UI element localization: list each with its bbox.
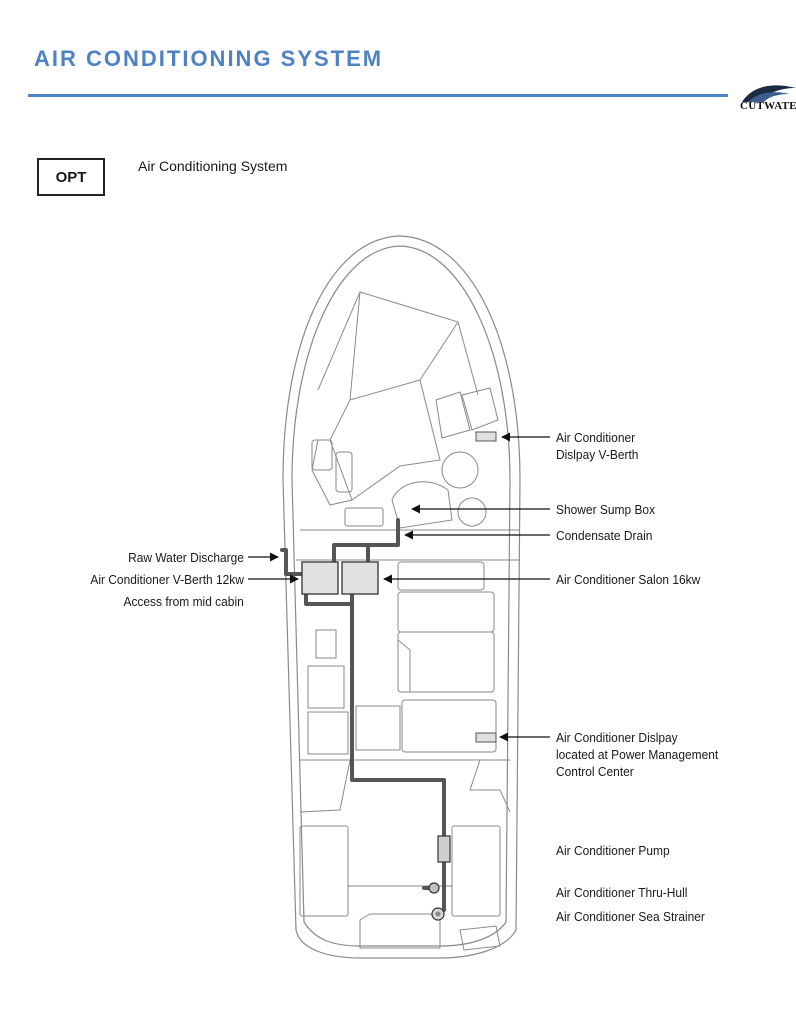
label-display-pmc-line1: Air Conditioner Dislpay bbox=[556, 730, 678, 745]
salon-layout bbox=[299, 561, 511, 951]
label-vberth-unit-line2: Access from mid cabin bbox=[123, 594, 244, 609]
salon-ac-unit bbox=[341, 561, 379, 595]
ac-pump bbox=[437, 835, 451, 863]
label-display-vberth-line1: Air Conditioner bbox=[556, 430, 636, 445]
cutwater-logo-icon bbox=[742, 85, 796, 102]
label-display-pmc-line3: Control Center bbox=[556, 764, 634, 779]
label-salon-unit: Air Conditioner Salon 16kw bbox=[556, 572, 701, 587]
label-condensate-drain: Condensate Drain bbox=[556, 528, 653, 543]
logo-text: CUTWATE bbox=[740, 100, 796, 112]
title-rule bbox=[28, 94, 728, 97]
hull-outline bbox=[282, 235, 521, 959]
label-raw-water-discharge: Raw Water Discharge bbox=[128, 550, 244, 565]
label-thru-hull: Air Conditioner Thru-Hull bbox=[556, 885, 688, 900]
display-vberth-box bbox=[475, 431, 497, 442]
label-vberth-unit-line1: Air Conditioner V-Berth 12kw bbox=[90, 572, 244, 587]
label-ac-pump: Air Conditioner Pump bbox=[556, 843, 670, 858]
forward-cabin bbox=[296, 291, 520, 561]
thru-hull-fitting bbox=[428, 882, 440, 894]
label-display-vberth-line2: Dislpay V-Berth bbox=[556, 447, 639, 462]
label-sea-strainer: Air Conditioner Sea Strainer bbox=[556, 909, 705, 924]
leader-arrows bbox=[248, 432, 550, 742]
label-shower-sump-box: Shower Sump Box bbox=[556, 502, 656, 517]
plumbing-lines bbox=[280, 518, 446, 912]
option-caption: Air Conditioning System bbox=[138, 158, 288, 174]
option-badge: OPT bbox=[37, 158, 105, 196]
display-pmc-box bbox=[475, 732, 497, 743]
label-display-pmc-line2: located at Power Management bbox=[556, 747, 719, 762]
section-title: AIR CONDITIONING SYSTEM bbox=[34, 46, 384, 71]
vberth-ac-unit bbox=[301, 561, 339, 595]
